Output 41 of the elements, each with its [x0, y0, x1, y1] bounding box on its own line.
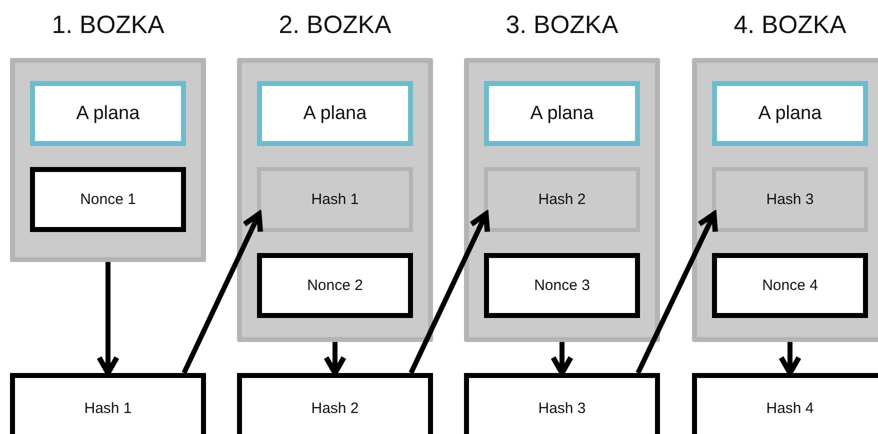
- box-label: Hash 2: [538, 191, 586, 208]
- box-label: Nonce 4: [762, 277, 818, 294]
- plan-box: [30, 81, 186, 146]
- box-label: Hash 1: [311, 191, 359, 208]
- nonce-box: [712, 253, 868, 318]
- box-label: A plana: [758, 102, 822, 124]
- plan-box: [484, 81, 640, 146]
- hash-box: [237, 373, 433, 434]
- arrow: [324, 342, 346, 376]
- hash-box: [10, 373, 206, 434]
- hash-box: [692, 373, 878, 434]
- box-label: Hash 1: [84, 400, 132, 416]
- arrow: [636, 211, 718, 374]
- arrow: [408, 211, 490, 374]
- box-label: Hash 2: [311, 400, 359, 416]
- nonce-box: [30, 167, 186, 232]
- arrow: [96, 262, 120, 376]
- block-heading: 1. BOZKA: [50, 11, 166, 40]
- box-label: A plana: [303, 102, 367, 124]
- plan-box: [712, 81, 868, 146]
- box-label: Nonce 3: [534, 277, 590, 294]
- box-label: A plana: [530, 102, 594, 124]
- previous-hash-box: [257, 167, 413, 232]
- nonce-box: [484, 253, 640, 318]
- box-label: Nonce 1: [80, 191, 136, 208]
- arrow: [778, 342, 802, 376]
- previous-hash-box: [484, 167, 640, 232]
- box-label: Hash 3: [766, 191, 814, 208]
- block-heading: 3. BOZKA: [504, 11, 620, 40]
- box-label: A plana: [76, 102, 140, 124]
- box-label: Hash 4: [766, 400, 814, 416]
- arrow: [550, 342, 574, 376]
- nonce-box: [257, 253, 413, 318]
- box-label: Nonce 2: [307, 277, 363, 294]
- plan-box: [257, 81, 413, 146]
- block-heading: 2. BOZKA: [278, 11, 392, 40]
- box-label: Hash 3: [538, 400, 586, 416]
- hash-box: [464, 373, 660, 434]
- block-heading: 4. BOZKA: [732, 11, 848, 40]
- arrow: [182, 211, 264, 374]
- previous-hash-box: [712, 167, 868, 232]
